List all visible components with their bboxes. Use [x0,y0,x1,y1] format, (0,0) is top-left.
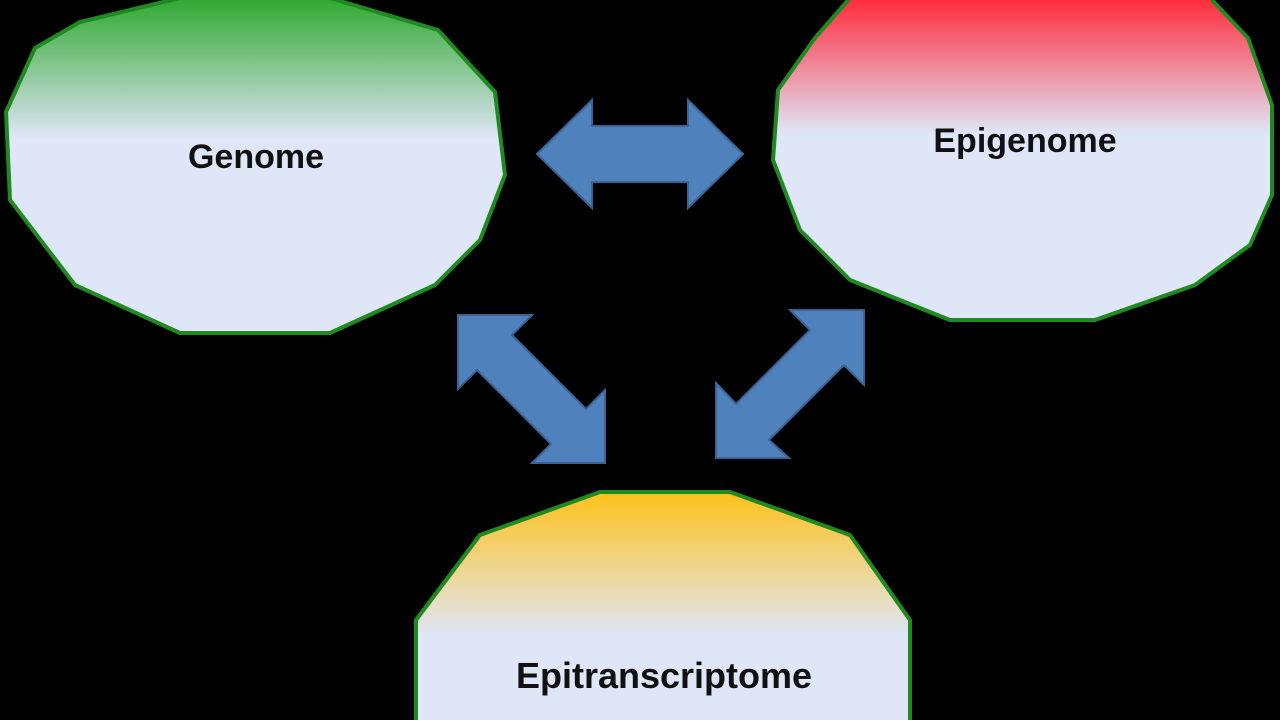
arrow-genome-epitranscriptome [457,314,606,464]
epitranscriptome-shape [414,490,912,720]
arrow-epigenome-epitranscriptome [715,309,865,459]
genome-label: Genome [188,138,324,176]
epitranscriptome-node: Epitranscriptome [414,490,912,720]
genome-node: Genome [4,0,507,335]
epigenome-node: Epigenome [771,0,1274,322]
epigenome-shape [771,0,1274,322]
genome-shape [4,0,507,335]
epitranscriptome-label: Epitranscriptome [516,655,812,696]
arrow-genome-epigenome [535,97,745,211]
epigenome-label: Epigenome [933,122,1116,160]
